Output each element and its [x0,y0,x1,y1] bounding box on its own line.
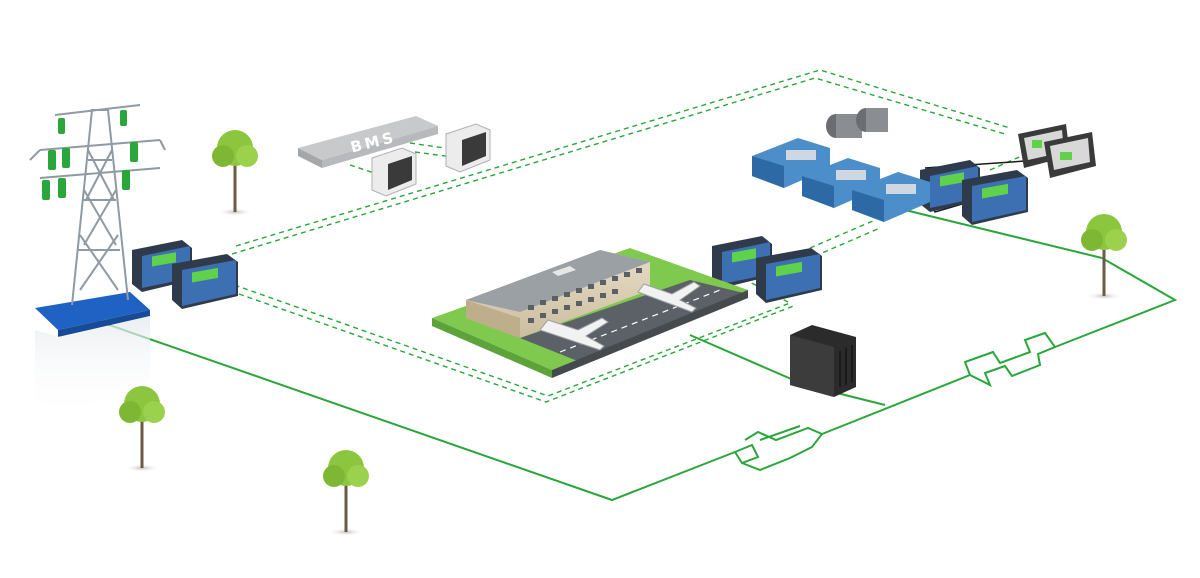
server-icon [445,123,491,173]
airplane-icon [539,317,609,351]
transmission-tower-icon [29,104,166,420]
controller-icon [172,254,238,309]
tree-icon [1081,214,1127,300]
hmi-panel-icon [1044,132,1096,178]
power-line-main-left [94,319,736,502]
airplane-icon [637,281,701,313]
server-icon [371,147,417,197]
power-lines [94,209,1178,502]
tree-icon [119,386,165,472]
comm-lines [221,69,1036,403]
battery-cabinet-icon [790,325,856,397]
comm-line-airport-inner [221,287,797,403]
tree-icon [323,450,369,536]
controller-icon [962,170,1028,225]
comm-line-top-inner [231,77,1006,255]
motor-icon [826,108,888,138]
comm-line-airport-outer [225,276,792,397]
bms-rack-icon: BMS [298,116,438,168]
breaker-symbol-icon [963,331,1057,388]
comm-line-genset-2 [814,227,881,257]
power-line-genset-feed [904,209,1103,259]
comm-line-top-outer [235,69,1011,247]
genset-icon [852,172,930,222]
airport-building-icon [432,248,748,378]
controller-icon [756,248,822,303]
power-line-main-mid [821,374,971,435]
tree-icon [212,130,258,216]
comm-line-genset-1 [809,219,876,249]
power-line-main-right [1054,257,1178,348]
breaker-symbol-icon [733,425,824,472]
